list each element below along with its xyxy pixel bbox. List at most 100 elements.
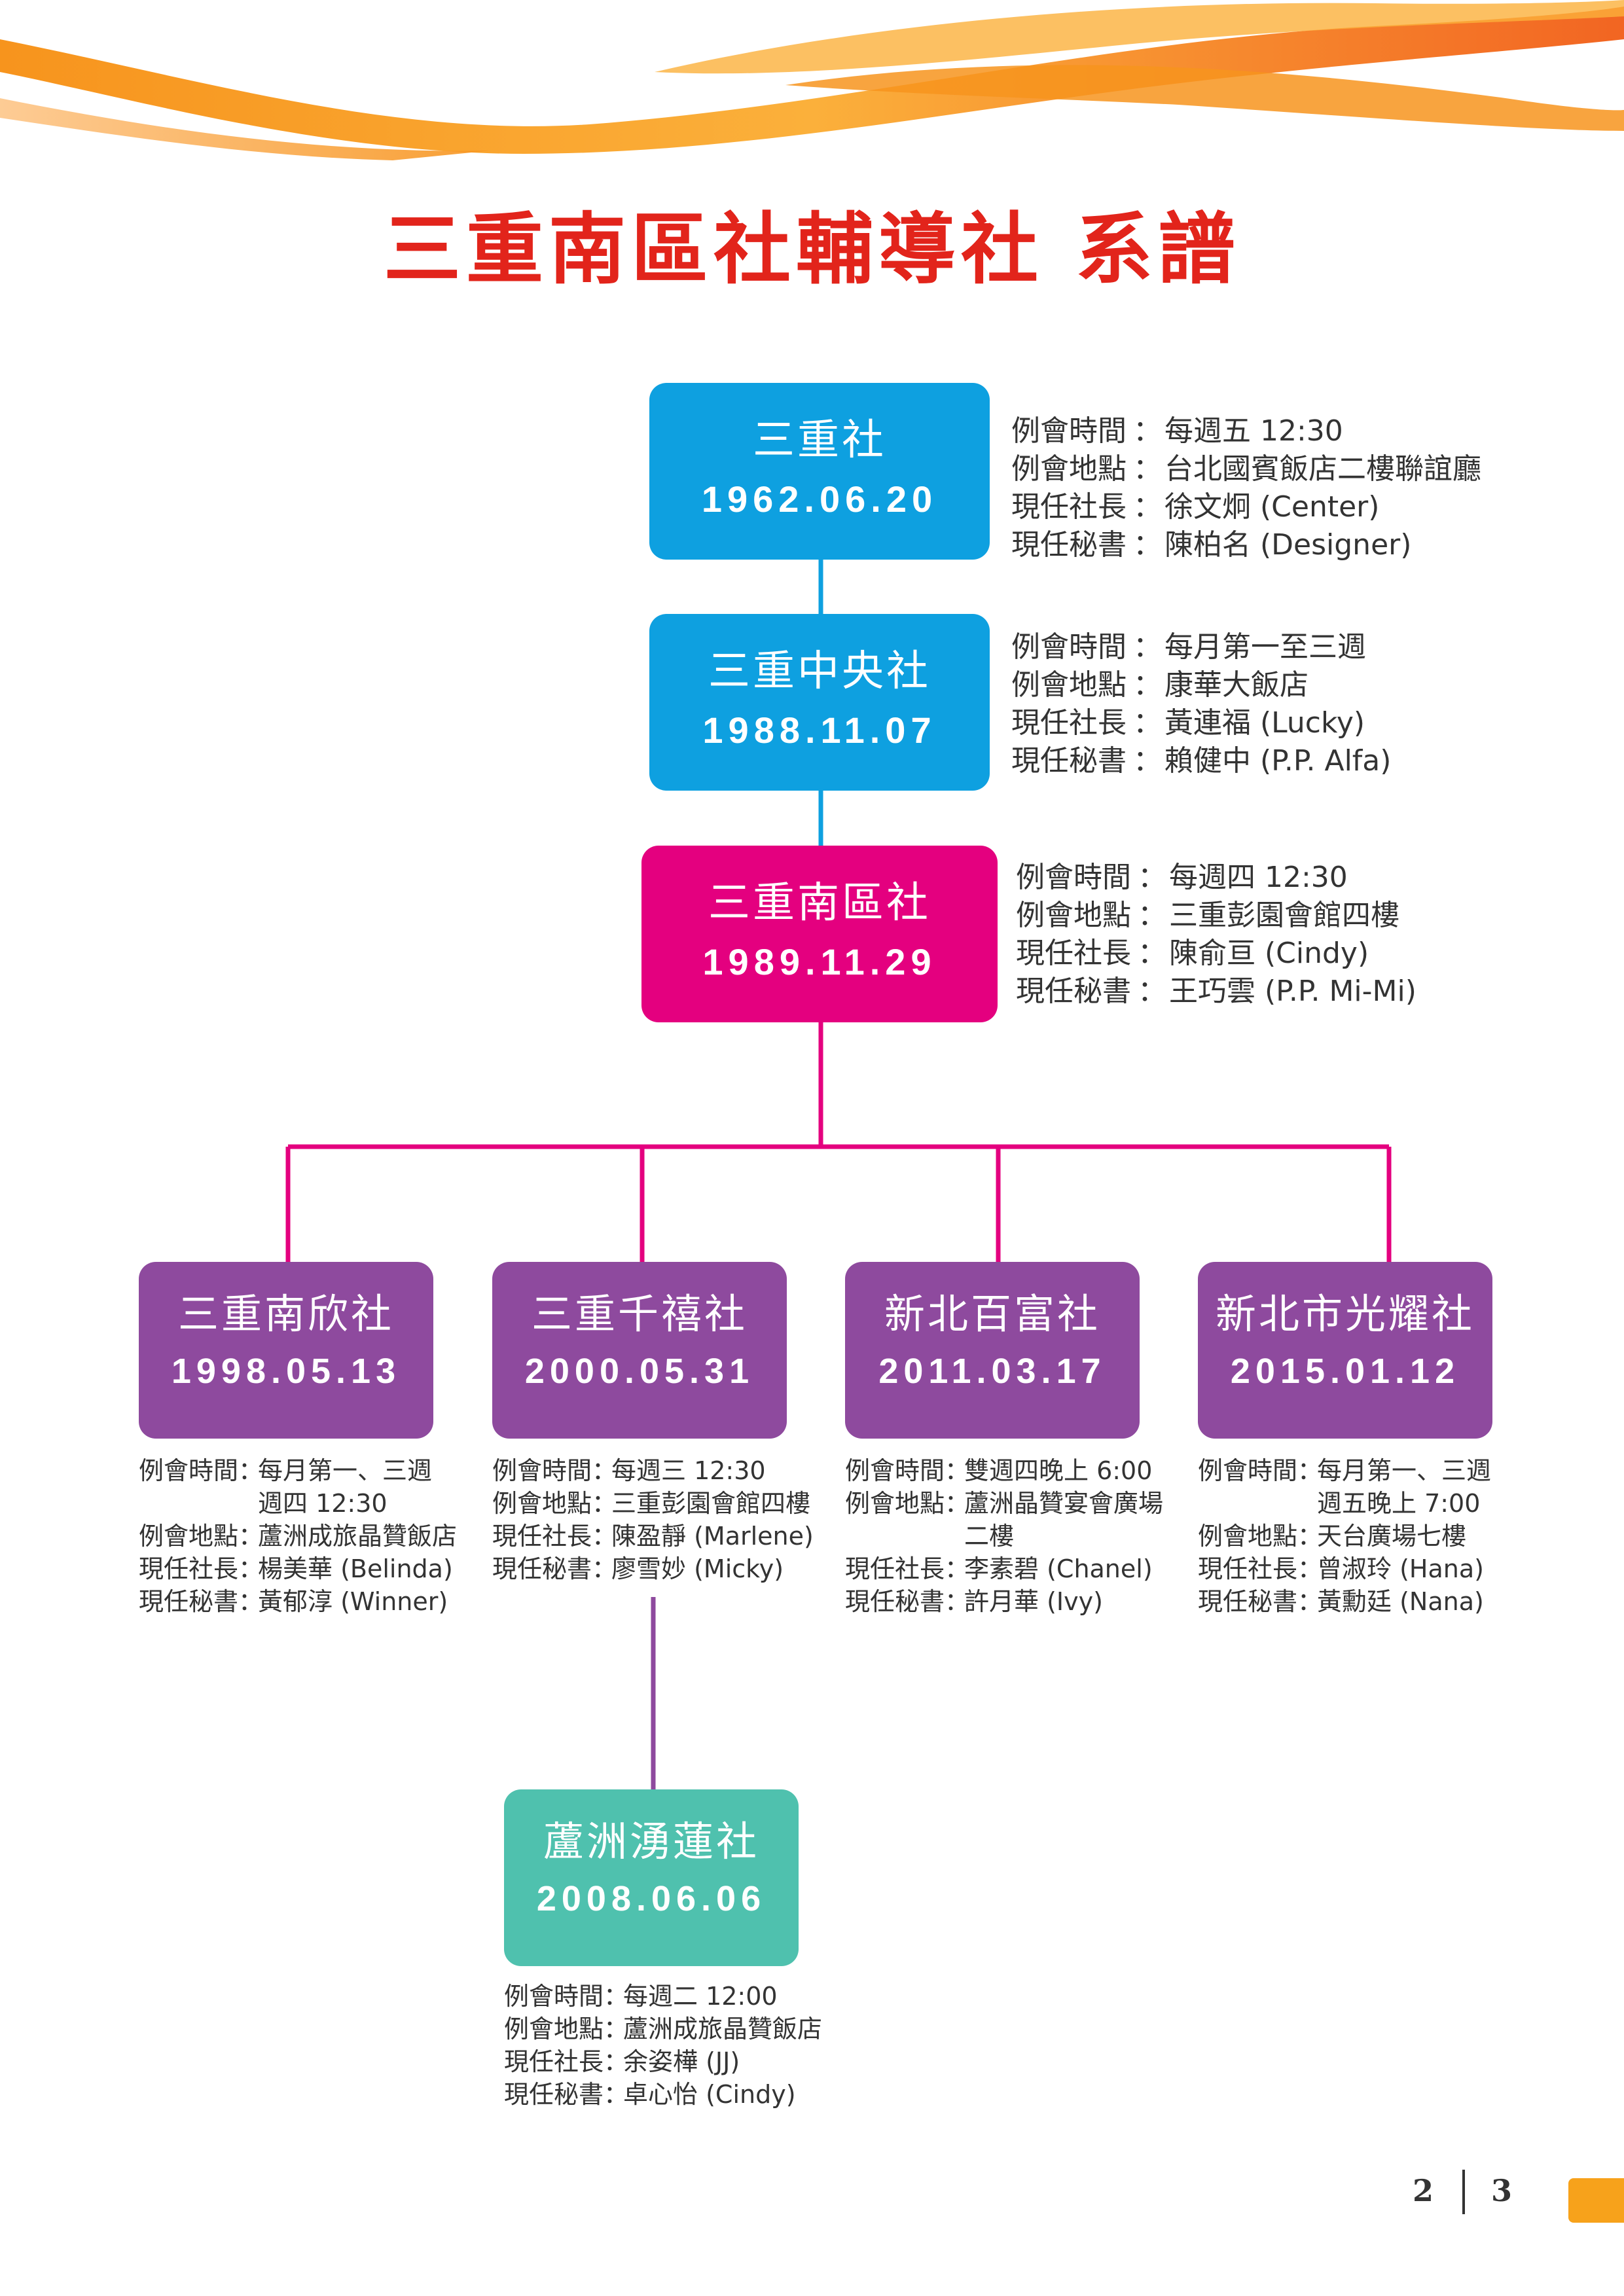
info-separator: ： (1297, 1587, 1323, 1616)
info-label: 現任秘書 (492, 1554, 592, 1583)
club-name: 三重南區社 (708, 879, 931, 927)
info-separator: ： (1138, 937, 1166, 970)
club-founded-date: 1998.05.13 (171, 1352, 401, 1391)
info-label: 現任秘書 (1198, 1587, 1298, 1616)
club-name: 三重南欣社 (177, 1290, 394, 1338)
info-value: 天台廣場七樓 (1317, 1522, 1467, 1551)
info-value: 黃勳廷 (Nana) (1317, 1587, 1484, 1616)
club-info: 例會時間：每月第一、三週 週五晚上 7:00 例會地點：天台廣場七樓 現任社長：… (1198, 1454, 1491, 1618)
club-founded-date: 2011.03.17 (878, 1352, 1106, 1391)
info-value-continued: 二樓 (964, 1522, 1015, 1551)
info-value: 許月華 (Ivy) (964, 1587, 1103, 1616)
club-node-child: 三重南欣社 1998.05.13 (139, 1262, 433, 1439)
info-separator: ： (604, 2080, 629, 2109)
club-founded-date: 2000.05.31 (524, 1352, 755, 1391)
info-value: 賴健中 (P.P. Alfa) (1164, 744, 1392, 778)
info-separator: ： (945, 1489, 970, 1518)
info-label: 現任社長 (1011, 706, 1127, 740)
info-label: 例會時間 (492, 1456, 592, 1485)
info-separator: ： (1138, 899, 1166, 932)
info-value: 陳柏名 (Designer) (1164, 528, 1412, 562)
info-value: 蘆洲成旅晶贊飯店 (623, 2015, 823, 2043)
info-label: 例會地點 (845, 1489, 945, 1518)
club-founded-date: 1988.11.07 (702, 709, 937, 751)
info-separator: ： (1297, 1522, 1323, 1551)
info-value: 李素碧 (Chanel) (964, 1554, 1153, 1583)
info-value: 蘆洲成旅晶贊飯店 (258, 1522, 458, 1551)
info-separator: ： (1133, 452, 1162, 486)
info-separator: ： (1297, 1554, 1323, 1583)
info-separator: ： (1297, 1456, 1323, 1485)
info-value: 曾淑玲 (Hana) (1317, 1554, 1484, 1583)
info-label: 現任社長 (1016, 937, 1131, 970)
info-separator: ： (238, 1587, 264, 1616)
info-value: 三重彭園會館四樓 (611, 1489, 811, 1518)
club-node-sanchong-central: 三重中央社 1988.11.07 (649, 614, 990, 791)
info-label: 現任社長 (504, 2047, 604, 2076)
info-label: 例會時間 (1198, 1456, 1298, 1485)
info-separator: ： (592, 1554, 617, 1583)
info-label: 例會地點 (1198, 1522, 1298, 1551)
info-value: 三重彭園會館四樓 (1169, 899, 1399, 932)
info-label: 例會地點 (1016, 899, 1131, 932)
info-value: 王巧雲 (P.P. Mi-Mi) (1169, 975, 1416, 1008)
info-value: 黃郁淳 (Winner) (258, 1587, 448, 1616)
info-label: 例會時間 (845, 1456, 945, 1485)
info-label: 現任社長 (1198, 1554, 1298, 1583)
page-number-divider (1462, 2170, 1465, 2214)
info-separator: ： (1133, 706, 1162, 740)
info-label: 現任社長 (139, 1554, 239, 1583)
info-value: 每週二 12:00 (623, 1982, 778, 2011)
info-label: 例會地點 (1011, 452, 1127, 486)
info-label: 例會地點 (139, 1522, 239, 1551)
info-label: 現任秘書 (139, 1587, 239, 1616)
info-separator: ： (604, 2047, 629, 2076)
info-value: 楊美華 (Belinda) (258, 1554, 453, 1583)
info-value: 廖雪妙 (Micky) (611, 1554, 784, 1583)
info-separator: ： (1133, 528, 1162, 562)
club-name: 三重千禧社 (531, 1290, 748, 1338)
info-label: 例會時間 (504, 1982, 604, 2011)
orange-wave-decoration (0, 0, 1624, 160)
info-separator: ： (1138, 861, 1166, 894)
info-label: 例會時間 (1016, 861, 1131, 894)
info-label: 現任社長 (1011, 490, 1127, 524)
club-founded-date: 2015.01.12 (1230, 1352, 1460, 1391)
info-separator: ： (1133, 668, 1162, 702)
club-info: 例會時間：每週二 12:00 例會地點：蘆洲成旅晶贊飯店 現任社長：余姿樺 (J… (504, 1980, 822, 2111)
page-number-left: 2 (1413, 2173, 1434, 2208)
club-name: 三重中央社 (708, 647, 931, 696)
page-edge-tab (1568, 2178, 1624, 2223)
club-founded-date: 2008.06.06 (536, 1879, 767, 1918)
info-value: 台北國賓飯店二樓聯誼廳 (1164, 452, 1481, 486)
club-node-child: 新北百富社 2011.03.17 (845, 1262, 1140, 1439)
info-value: 陳俞亘 (Cindy) (1169, 937, 1369, 970)
info-value: 每週五 12:30 (1164, 414, 1343, 448)
info-value: 蘆洲晶贊宴會廣場 (964, 1489, 1164, 1518)
club-name: 三重社 (753, 416, 886, 465)
info-value: 每週三 12:30 (611, 1456, 766, 1485)
club-info: 例會時間：每週三 12:30 例會地點：三重彭園會館四樓 現任社長：陳盈靜 (M… (492, 1454, 814, 1585)
info-separator: ： (604, 2015, 629, 2043)
club-node-sanchong: 三重社 1962.06.20 (649, 383, 990, 560)
club-info: 例會時間：每月第一至三週 例會地點：康華大飯店 現任社長：黃連福 (Lucky)… (1011, 628, 1391, 780)
info-label: 現任秘書 (504, 2080, 604, 2109)
club-name: 新北市光耀社 (1215, 1290, 1475, 1338)
club-node-child: 三重千禧社 2000.05.31 (492, 1262, 787, 1439)
club-node-child: 新北市光耀社 2015.01.12 (1198, 1262, 1492, 1439)
info-separator: ： (945, 1456, 970, 1485)
club-name: 蘆洲湧蓮社 (543, 1818, 759, 1865)
info-separator: ： (604, 1982, 629, 2011)
info-label: 現任秘書 (1011, 744, 1127, 778)
club-node-sanchong-south: 三重南區社 1989.11.29 (641, 846, 998, 1022)
info-value: 康華大飯店 (1164, 668, 1308, 702)
info-separator: ： (1138, 975, 1166, 1008)
info-separator: ： (592, 1456, 617, 1485)
info-value: 每月第一、三週 (258, 1456, 433, 1485)
info-value: 每月第一至三週 (1164, 630, 1366, 664)
club-founded-date: 1989.11.29 (702, 941, 937, 982)
info-value-continued: 週四 12:30 (258, 1489, 388, 1518)
info-label: 現任社長 (845, 1554, 945, 1583)
info-value: 余姿樺 (JJ) (623, 2047, 740, 2076)
